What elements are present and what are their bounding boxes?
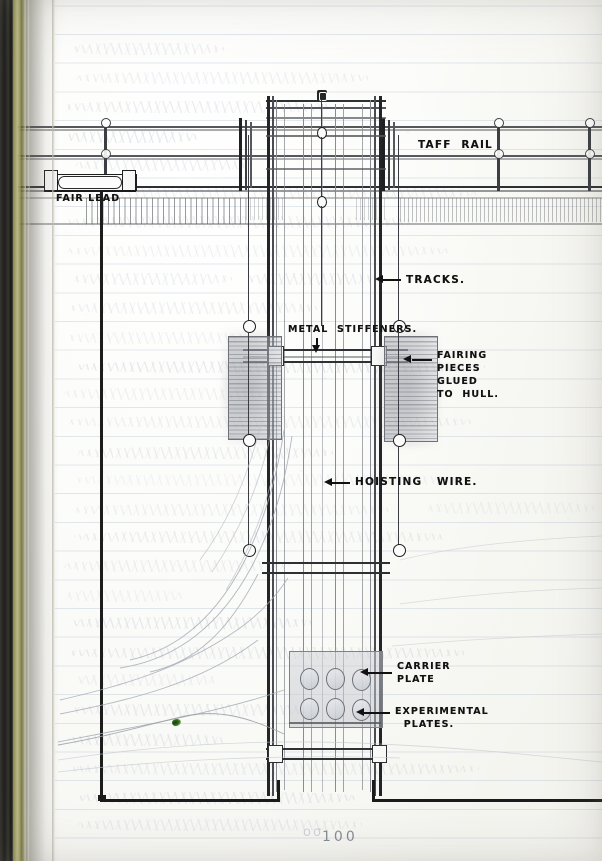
label-taff-rail: TAFF RAIL [418,139,493,151]
page-number: 100 [322,829,358,845]
label-fairing-pieces: FAIRING PIECES GLUED TO HULL. [437,350,500,401]
label-hoisting-wire: HOISTING WIRE. [355,476,478,488]
page-number-ghost: οσ [303,825,324,840]
binding-olive-inner [20,0,26,861]
label-fair-lead: FAIR LEAD [56,193,121,204]
experimental-plate [300,698,319,720]
experimental-plate [326,698,345,720]
label-experimental-plates: EXPERIMENTAL PLATES. [395,706,489,731]
experimental-plate [300,668,319,690]
label-tracks: TRACKS. [406,274,466,286]
label-carrier-plate: CARRIER PLATE [397,661,451,686]
binding-spine [0,0,13,861]
experimental-plate [326,668,345,690]
binding-edge [25,0,30,861]
page-edge [52,0,55,861]
label-metal-stiffeners: METAL STIFFENERS. [288,324,418,335]
binding-olive [12,0,21,861]
